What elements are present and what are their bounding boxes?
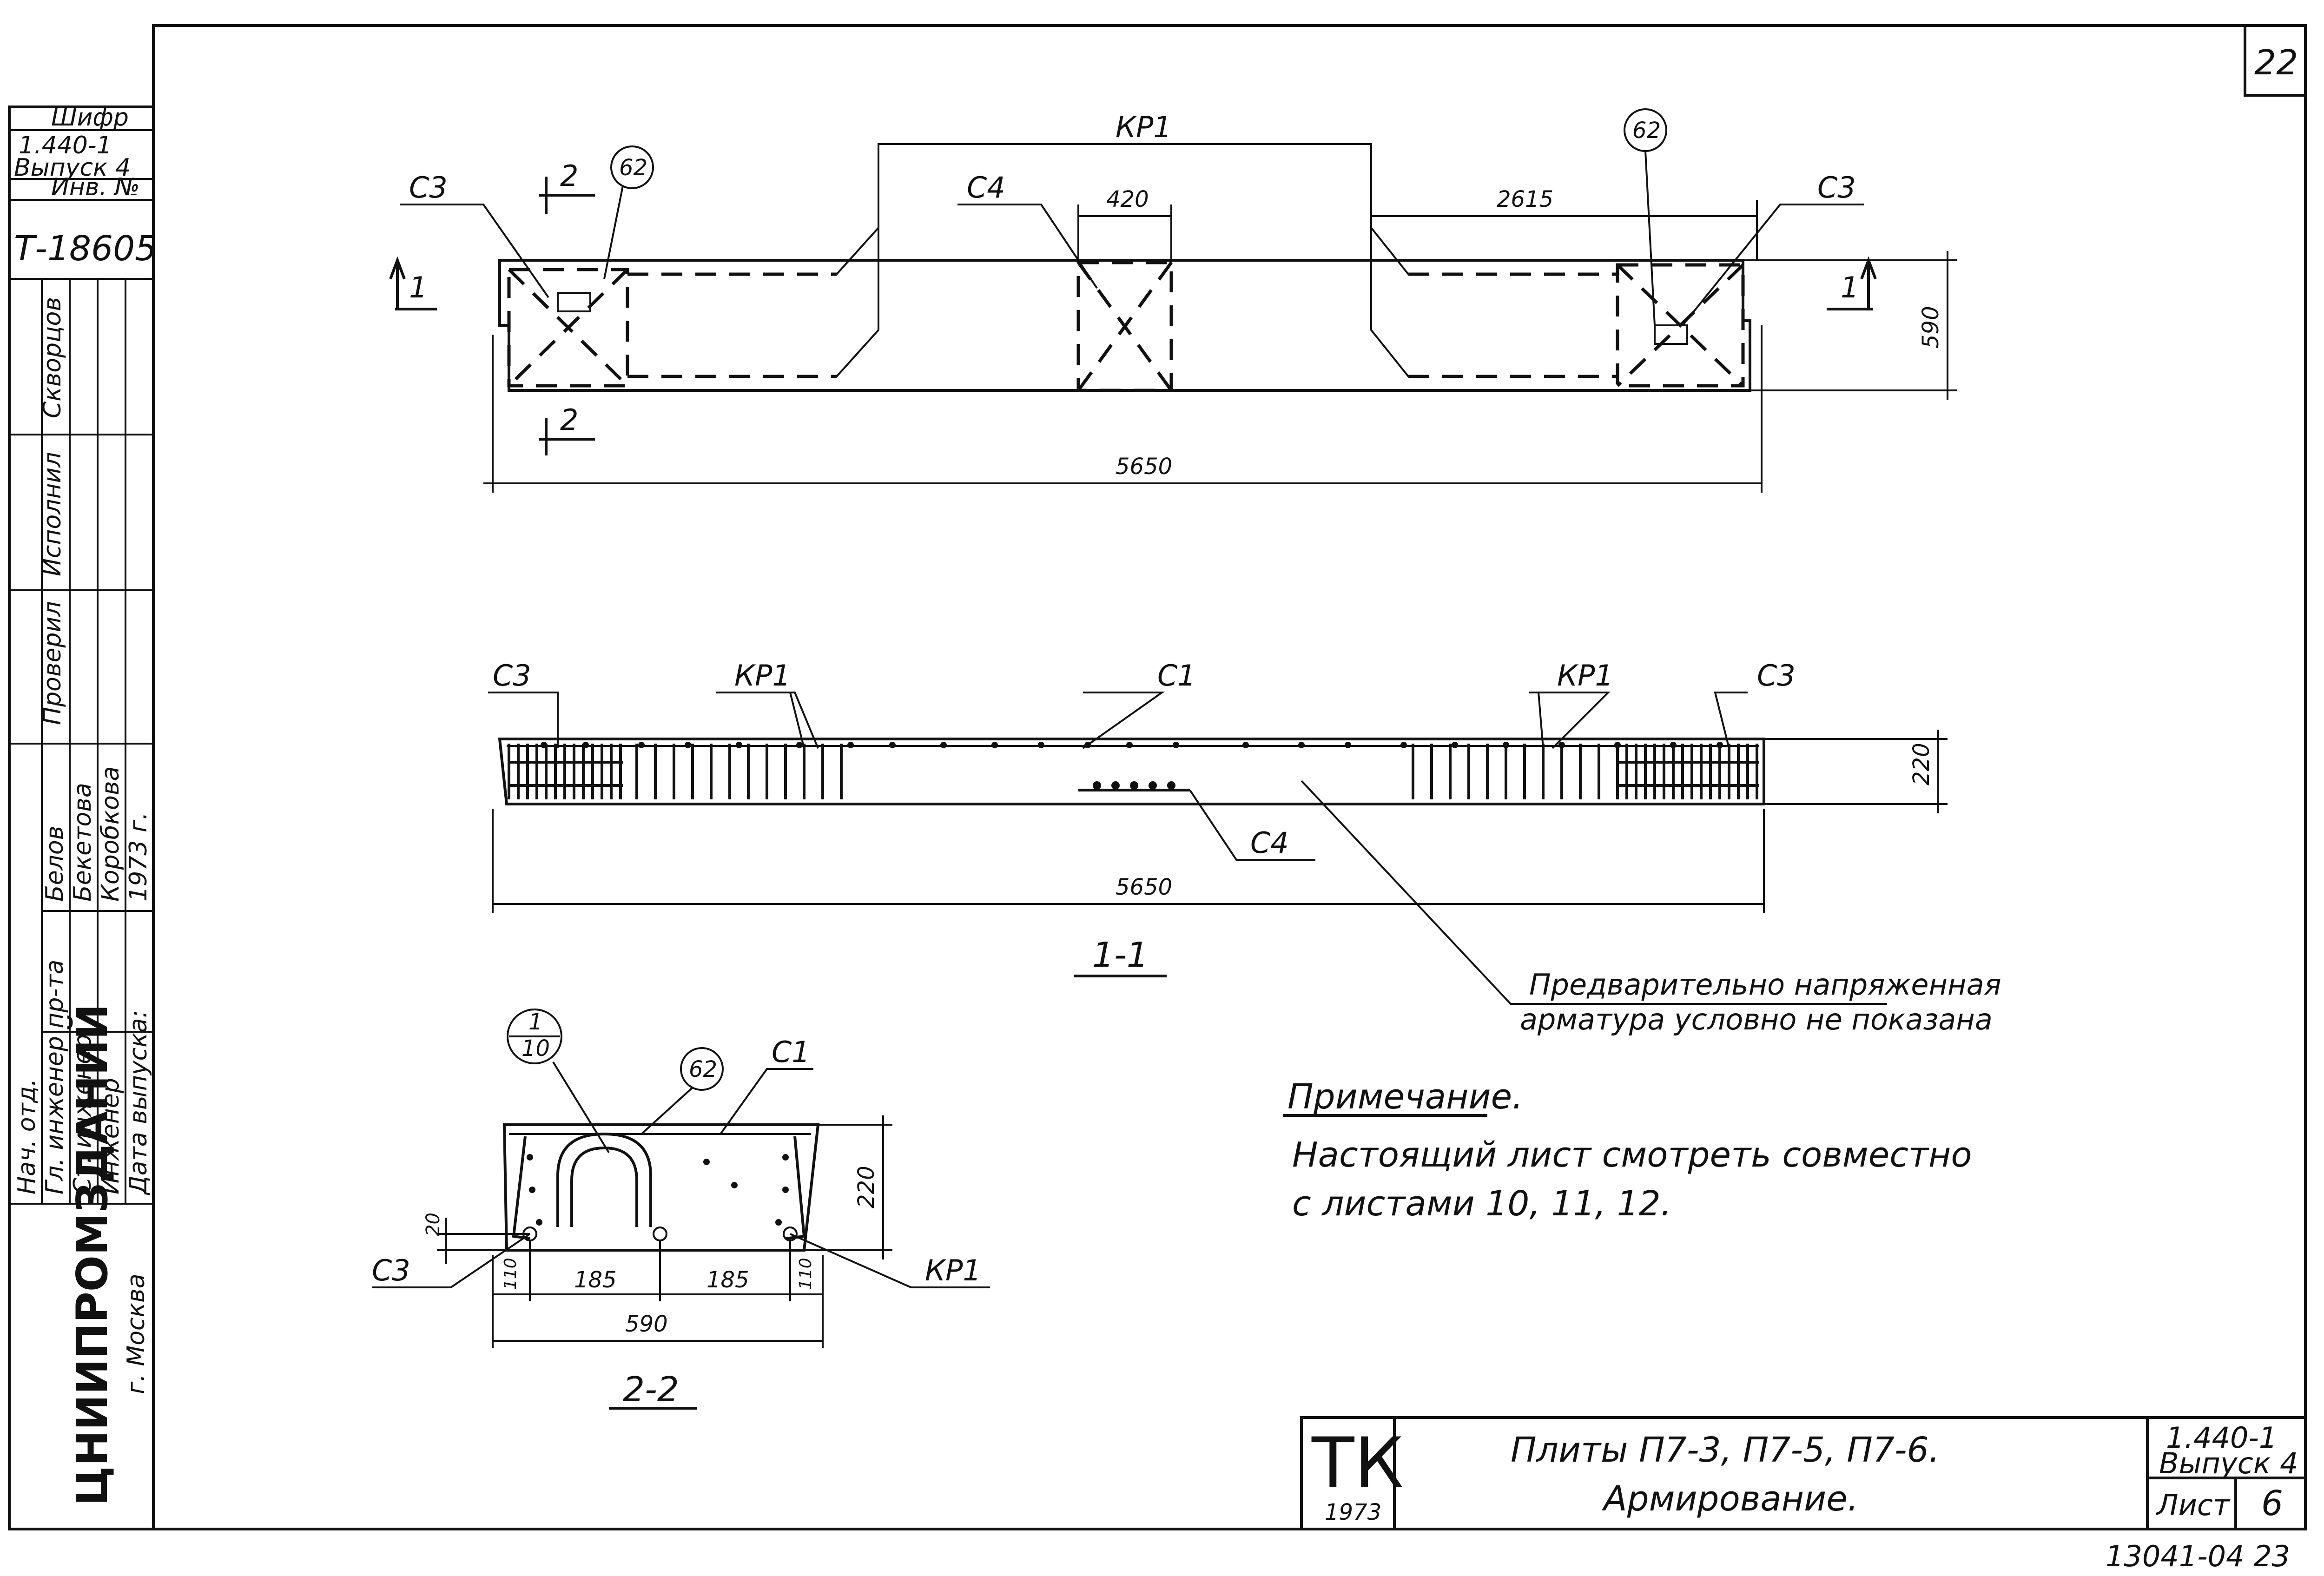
- plan-dim-590: 590: [1918, 306, 1944, 349]
- plan-section-2-bottom: 2: [560, 403, 578, 437]
- section-1-1: [488, 692, 1948, 1005]
- role-4-name: 1973 г.: [125, 812, 152, 902]
- s11-note-line-1: Предварительно напряженная: [1529, 968, 2001, 1002]
- role-0-title: Нач. отд.: [13, 1079, 41, 1194]
- title-block: [1300, 1416, 2307, 1530]
- s22-dim-20: 20: [423, 1213, 444, 1236]
- note-line-2: с листами 10, 11, 12.: [1292, 1184, 1671, 1224]
- inv-value: Т-18605: [14, 229, 157, 269]
- note-title: Примечание.: [1287, 1077, 1523, 1117]
- plan-callout-62-right: 62: [1632, 118, 1661, 144]
- s11-dim-5650: 5650: [1116, 874, 1172, 900]
- org-city: г. Москва: [122, 1273, 150, 1394]
- plan-label-c3-left: С3: [409, 171, 448, 204]
- s22-label-c1: С1: [772, 1035, 810, 1069]
- section-2-2: [372, 1009, 990, 1410]
- s22-callout-bottom: 10: [522, 1035, 550, 1062]
- inv-label: Инв. №: [51, 173, 140, 201]
- plan-dim-2615: 2615: [1497, 186, 1553, 212]
- plan-section-1-right: 1: [1841, 270, 1859, 304]
- cipher-value-2: Выпуск 4: [14, 154, 131, 182]
- title-logo: ТК: [1311, 1423, 1404, 1504]
- c3-right-bars: [1616, 744, 1758, 799]
- role-2-title: Ст. инженер: [69, 1034, 97, 1194]
- s22-dim-590: 590: [625, 1311, 668, 1337]
- org-name: ЦНИИПРОМЗДАНИЙ: [67, 1004, 117, 1506]
- s22-callout-top: 1: [528, 1009, 543, 1035]
- side-block: [8, 106, 155, 1530]
- stamp-bottom: 13041-04 23: [2106, 1539, 2290, 1573]
- sheet-number: 22: [2254, 43, 2298, 83]
- s11-label-kp1-right: КР1: [1557, 659, 1613, 692]
- title-line-1: Плиты П7-3, П7-5, П7-6.: [1511, 1430, 1940, 1470]
- role-3-title: Инженер: [97, 1078, 125, 1194]
- s22-dim-110-right: 110: [796, 1258, 815, 1290]
- role-1-title: Гл. инженер пр-та: [41, 960, 69, 1194]
- cipher-label: Шифр: [51, 104, 129, 132]
- plan-section-1-left: 1: [409, 270, 427, 304]
- s22-dim-220: 220: [853, 1166, 879, 1208]
- kp1-right-bars: [1412, 744, 1600, 799]
- role-3-name: Коробкова: [97, 766, 125, 902]
- plan-dim-5650: 5650: [1116, 454, 1172, 480]
- s22-dim-185-left: 185: [574, 1267, 617, 1293]
- s22-label-c3: С3: [372, 1253, 410, 1287]
- c3-left-bars: [508, 744, 622, 799]
- role-4-title: Дата выпуска:: [125, 1010, 152, 1195]
- role-2-name: Бекетова: [69, 783, 97, 902]
- title-code-1: 1.440-1: [2166, 1421, 2277, 1455]
- role-checked: Проверил: [39, 601, 66, 725]
- role-executed: Исполнил: [39, 452, 66, 576]
- title-sheet-label: Лист: [2156, 1488, 2231, 1522]
- plan-callout-62-left: 62: [619, 155, 647, 181]
- plan-view: [389, 108, 1957, 493]
- note-line-1: Настоящий лист смотреть совместно: [1292, 1135, 1972, 1175]
- s22-title: 2-2: [623, 1370, 679, 1410]
- plan-label-c3-right: С3: [1817, 171, 1856, 204]
- title-logo-year: 1973: [1325, 1499, 1381, 1525]
- kp1-left-bars: [635, 744, 843, 799]
- s11-label-c1: С1: [1157, 659, 1196, 692]
- sheet-number-box: [2244, 24, 2307, 97]
- s11-label-c3-right: С3: [1757, 659, 1796, 692]
- sheet-frame: [152, 24, 2307, 1530]
- s22-dim-185-right: 185: [706, 1267, 749, 1293]
- s22-dim-110-left: 110: [501, 1258, 520, 1290]
- role-designed: Скворцов: [39, 297, 66, 418]
- s22-label-kp1: КР1: [925, 1253, 981, 1287]
- plan-label-c4: С4: [967, 171, 1005, 204]
- c1-dots: [541, 742, 1723, 748]
- role-1-name: Белов: [41, 826, 69, 902]
- title-line-2: Армирование.: [1602, 1479, 1858, 1519]
- s22-callout-62: 62: [689, 1056, 717, 1082]
- s11-title: 1-1: [1092, 935, 1149, 975]
- s11-label-c3-left: С3: [493, 659, 531, 692]
- c4-bars-1-1: [1078, 781, 1190, 791]
- cipher-value-1: 1.440-1: [19, 132, 112, 159]
- s11-dim-220: 220: [1908, 743, 1934, 785]
- s11-note-line-2: арматура условно не показана: [1520, 1002, 1993, 1036]
- s11-label-kp1-left: КР1: [734, 659, 791, 692]
- title-sheet-value: 6: [2261, 1484, 2283, 1523]
- c1-section-dots: [527, 1154, 789, 1226]
- s11-label-c4: С4: [1250, 826, 1289, 860]
- plan-label-kp1: КР1: [1116, 110, 1172, 144]
- title-code-2: Выпуск 4: [2159, 1446, 2298, 1480]
- plan-dim-420: 420: [1106, 186, 1149, 212]
- plan-section-2-top: 2: [560, 159, 578, 193]
